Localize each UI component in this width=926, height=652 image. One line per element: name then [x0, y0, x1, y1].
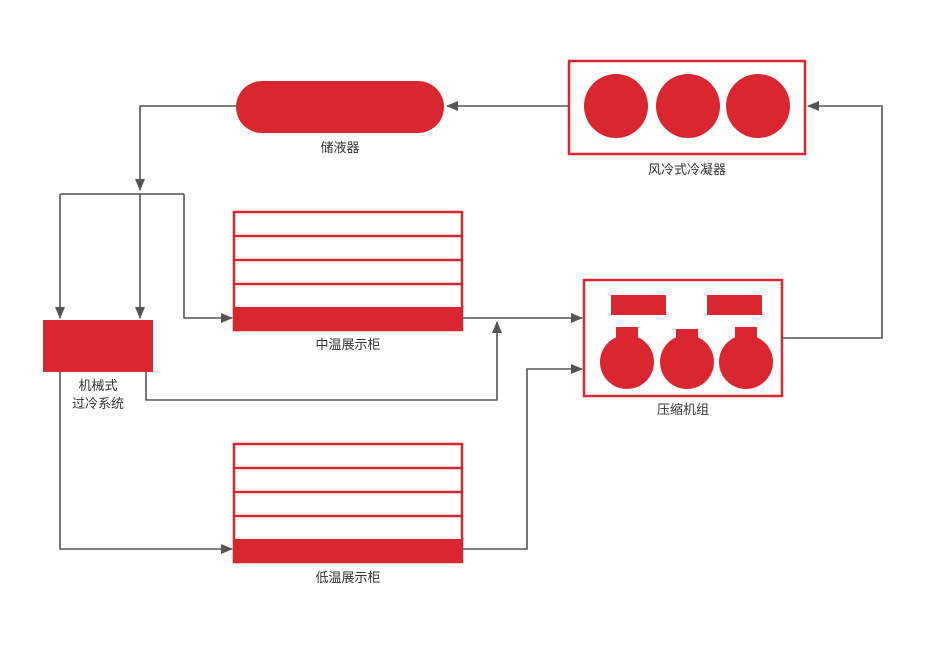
flow-compressor-to-condenser	[782, 101, 883, 339]
compressor-bar-right	[707, 295, 762, 315]
flow-low-cabinet-to-compressor	[462, 364, 583, 550]
condenser-fan-1	[584, 74, 648, 138]
mechanical-subcooler	[43, 320, 153, 372]
flow-subcooler-to-low-cabinet	[59, 372, 233, 554]
condenser-fan-3	[726, 74, 790, 138]
air-cooled-condenser	[567, 59, 807, 156]
compressor-label: 压缩机组	[657, 402, 709, 418]
compressor-bar-left	[611, 295, 666, 315]
low-cabinet-label: 低温展示柜	[315, 571, 380, 586]
condenser-fan-2	[656, 74, 720, 138]
compressor-unit	[582, 278, 784, 398]
low-temp-display-cabinet	[232, 442, 464, 564]
compressor-3	[719, 327, 773, 389]
flow-to-medium-cabinet	[183, 194, 233, 323]
subcooler-label-line1: 机械式	[78, 379, 117, 394]
condenser-label: 风冷式冷凝器	[648, 162, 726, 178]
flow-receiver-down	[135, 105, 236, 191]
subcooler-label-line2: 过冷系统	[72, 397, 124, 412]
compressor-2	[660, 329, 714, 389]
medium-temp-display-cabinet	[232, 210, 464, 332]
receiver-label: 储液器	[320, 141, 359, 156]
flow-lines	[55, 101, 883, 554]
liquid-receiver	[236, 81, 444, 133]
compressor-1	[600, 327, 654, 389]
medium-cabinet-label: 中温展示柜	[315, 338, 380, 353]
flow-subcooler-to-medium-suction	[145, 321, 502, 401]
